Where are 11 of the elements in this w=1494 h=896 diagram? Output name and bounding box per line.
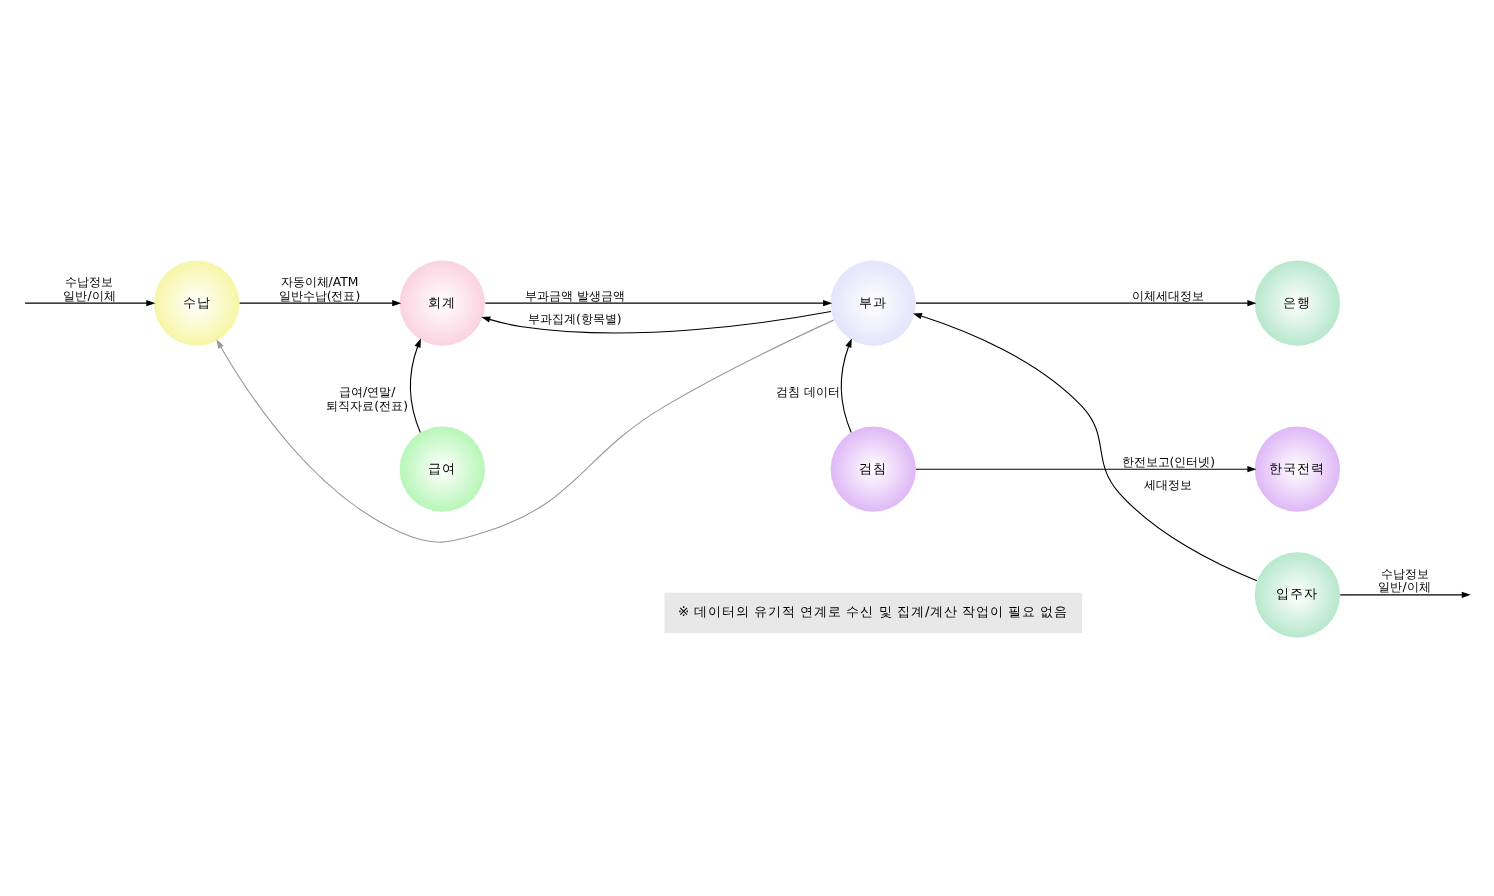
arrow	[481, 309, 832, 333]
arrow	[1339, 590, 1471, 597]
arrow	[239, 299, 402, 306]
arrow	[216, 318, 835, 542]
arrow	[915, 299, 1257, 306]
arrow	[484, 299, 833, 306]
arrow	[840, 337, 852, 433]
arrow	[915, 465, 1257, 472]
arrow	[409, 337, 421, 433]
arrow	[24, 299, 156, 306]
arrow	[913, 312, 1258, 581]
